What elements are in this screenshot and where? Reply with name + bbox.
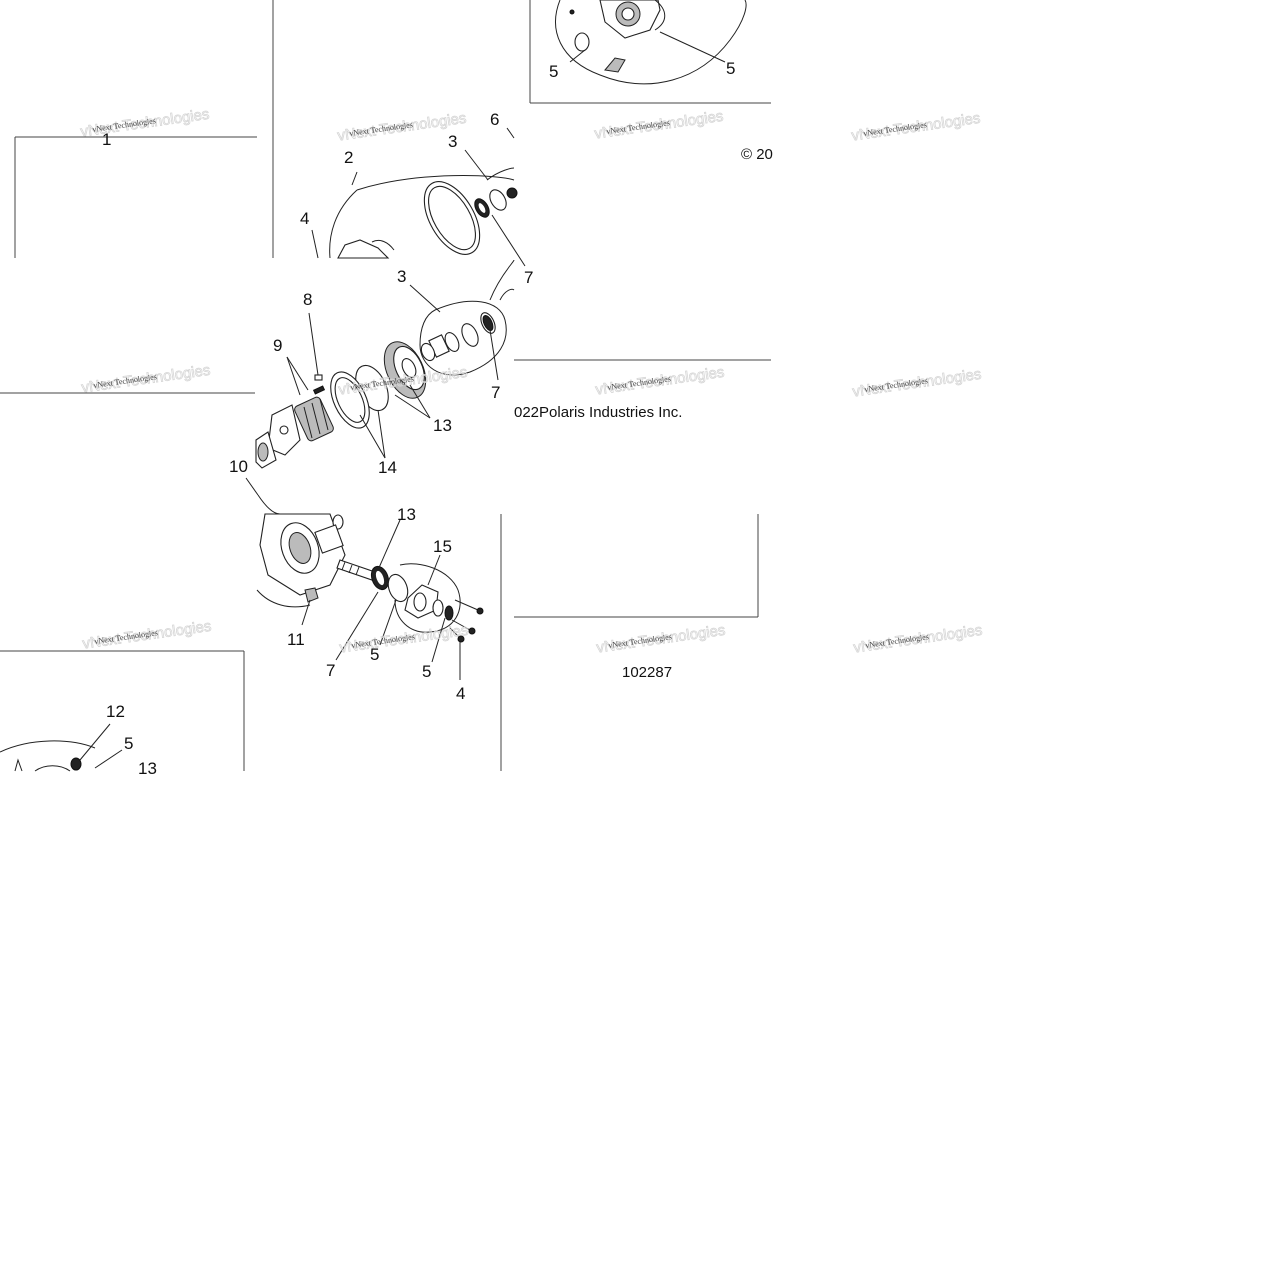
callout-5-top-left: 5 bbox=[549, 62, 558, 81]
callout-15: 15 bbox=[433, 537, 452, 556]
callout-4-lower: 4 bbox=[456, 684, 465, 703]
watermark: vNext Technologies vNext Technologies bbox=[593, 107, 725, 143]
callout-2: 2 bbox=[344, 148, 353, 167]
tile-gear-assembly bbox=[245, 259, 515, 515]
callout-9: 9 bbox=[273, 336, 282, 355]
callout-13-lower: 13 bbox=[397, 505, 416, 524]
watermark: vNext Technologies vNext Technologies bbox=[594, 363, 726, 399]
frame-lines bbox=[0, 0, 771, 771]
callout-13-middle: 13 bbox=[433, 416, 452, 435]
callout-5-lower-left: 5 bbox=[370, 645, 379, 664]
tile-upper-assembly bbox=[311, 127, 526, 267]
callout-5-left: 5 bbox=[124, 734, 133, 753]
callout-14: 14 bbox=[378, 458, 397, 477]
figure-number: 102287 bbox=[622, 664, 672, 681]
watermark: vNext Technologies vNext Technologies bbox=[595, 621, 727, 657]
copyright-text: 022Polaris Industries Inc. bbox=[514, 404, 682, 421]
watermark: vNext Technologies vNext Technologies bbox=[81, 617, 213, 653]
callout-7-upper: 7 bbox=[524, 268, 533, 287]
callout-12: 12 bbox=[106, 702, 125, 721]
watermark: vNext Technologies vNext Technologies bbox=[851, 365, 983, 401]
callout-3-middle: 3 bbox=[397, 267, 406, 286]
copyright-partial: © 20 bbox=[741, 146, 773, 163]
callout-7-middle: 7 bbox=[491, 383, 500, 402]
callout-11: 11 bbox=[287, 630, 305, 649]
callout-13-left: 13 bbox=[138, 759, 157, 778]
callout-10: 10 bbox=[229, 457, 248, 476]
watermark: vNext Technologies vNext Technologies bbox=[850, 109, 982, 145]
callout-1: 1 bbox=[102, 130, 111, 149]
callout-7-lower: 7 bbox=[326, 661, 335, 680]
callout-3-upper: 3 bbox=[448, 132, 457, 151]
tile-lower-left bbox=[0, 723, 123, 772]
watermark: vNext Technologies vNext Technologies bbox=[79, 105, 211, 141]
watermarks: vNext Technologies vNext Technologies vN… bbox=[79, 105, 984, 657]
tile-output-housing bbox=[256, 513, 484, 680]
callout-8: 8 bbox=[303, 290, 312, 309]
callout-5-lower-right: 5 bbox=[422, 662, 431, 681]
callout-4-upper: 4 bbox=[300, 209, 309, 228]
tile-top-housing bbox=[555, 0, 747, 85]
callouts: 5 5 1 2 3 6 4 7 8 3 9 7 13 14 10 13 15 1… bbox=[102, 59, 735, 778]
watermark: vNext Technologies vNext Technologies bbox=[852, 621, 984, 657]
watermark: vNext Technologies vNext Technologies bbox=[338, 621, 470, 657]
watermark: vNext Technologies vNext Technologies bbox=[80, 361, 212, 397]
callout-6: 6 bbox=[490, 110, 499, 129]
callout-5-top-right: 5 bbox=[726, 59, 735, 78]
